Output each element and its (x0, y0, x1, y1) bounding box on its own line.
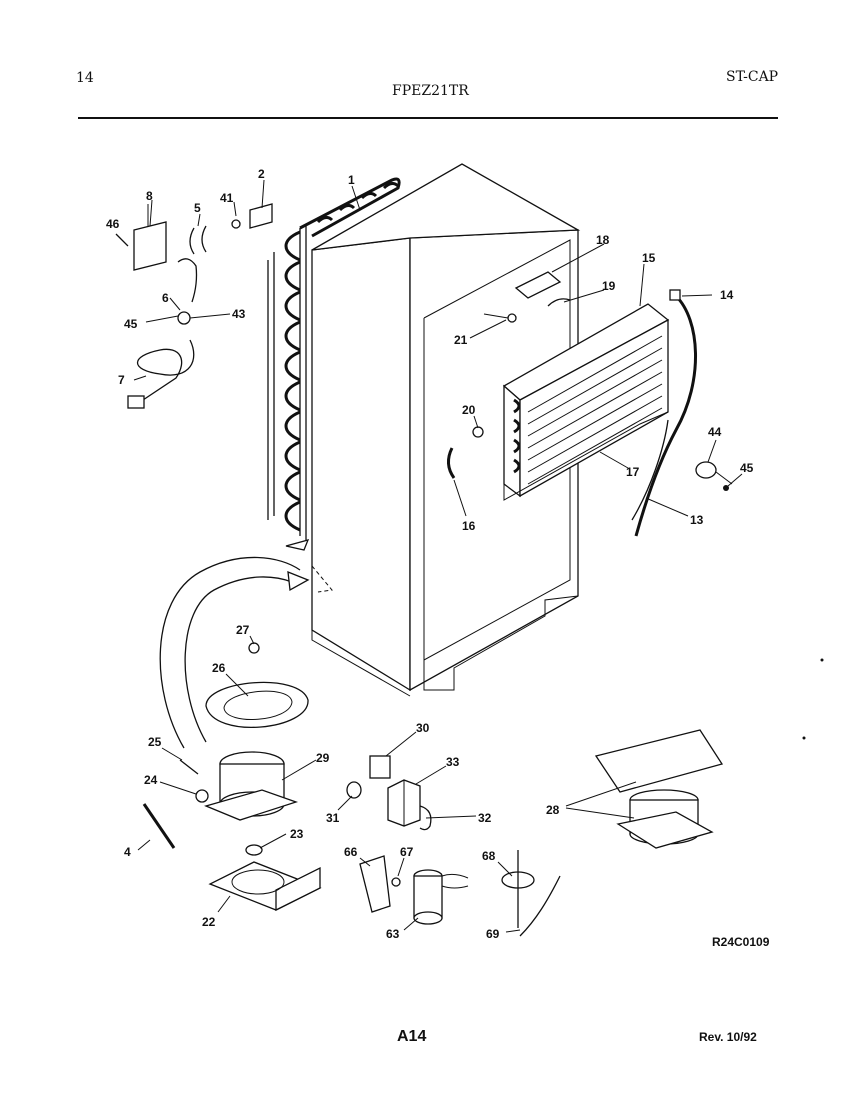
fitting-icon (669, 289, 681, 301)
callout-66: 66 (344, 845, 358, 859)
condenser-coil-icon (267, 177, 401, 540)
evaporator-icon (502, 303, 670, 501)
speck (820, 658, 824, 662)
clip-icon (547, 298, 571, 307)
callout-2: 2 (258, 167, 265, 181)
direction-arrow-icon (311, 565, 333, 593)
callout-30: 30 (416, 721, 430, 735)
callout-26: 26 (212, 661, 226, 675)
leader-lines (133, 179, 743, 933)
screw-icon (723, 485, 729, 491)
callout-69: 69 (486, 927, 500, 941)
tube-icon (179, 759, 199, 775)
callout-18: 18 (596, 233, 610, 247)
callout-5: 5 (194, 201, 201, 215)
callout-13: 13 (690, 513, 704, 527)
callout-27: 27 (236, 623, 250, 637)
bracket-icon (359, 855, 391, 913)
curved-arrow-head (287, 570, 310, 592)
screw-icon (507, 313, 517, 323)
callout-31: 31 (326, 811, 340, 825)
callout-14: 14 (720, 288, 734, 302)
callout-6: 6 (162, 291, 169, 305)
tube-icon (519, 875, 561, 937)
refrigerator-cabinet-icon (311, 163, 581, 697)
grommet-icon (472, 426, 484, 438)
curved-arrow-inner (184, 576, 293, 743)
callout-32: 32 (478, 811, 492, 825)
callout-28: 28 (546, 803, 560, 817)
bracket-icon (419, 805, 432, 831)
tube-icon (634, 294, 697, 537)
callout-22: 22 (202, 915, 216, 929)
callout-67: 67 (400, 845, 414, 859)
callout-43: 43 (232, 307, 246, 321)
page-code: A14 (397, 1028, 427, 1045)
connector-icon (177, 311, 191, 325)
callout-63: 63 (386, 927, 400, 941)
bracket-icon (514, 271, 562, 299)
callout-33: 33 (446, 755, 460, 769)
callout-16: 16 (462, 519, 476, 533)
callout-45-left: 45 (124, 317, 138, 331)
callout-19: 19 (602, 279, 616, 293)
overload-icon (346, 781, 362, 799)
direction-arrow-icon (285, 539, 310, 551)
callout-41: 41 (220, 191, 234, 205)
drain-pan-icon (205, 681, 309, 728)
callout-21: 21 (454, 333, 468, 347)
callout-23: 23 (290, 827, 304, 841)
callout-46: 46 (106, 217, 120, 231)
screw-icon (115, 233, 129, 247)
callout-4: 4 (124, 845, 131, 859)
callout-25: 25 (148, 735, 162, 749)
heater-clip-icon (447, 447, 456, 479)
page-number: 14 (76, 70, 94, 86)
section-code: ST-CAP (726, 69, 779, 85)
compressor-mount-icon (594, 729, 724, 849)
plug-icon (127, 395, 145, 409)
callout-68: 68 (482, 849, 496, 863)
compressor-base-icon (208, 861, 322, 912)
clip-icon (189, 225, 207, 255)
callout-45-right: 45 (740, 461, 754, 475)
relay-icon (369, 755, 391, 779)
callout-15: 15 (642, 251, 656, 265)
bracket-icon (249, 203, 273, 229)
revision-date: Rev. 10/92 (699, 1030, 757, 1044)
compressor-icon (204, 751, 299, 821)
capacitor-icon (387, 779, 421, 827)
callout-labels: 1 2 8 46 5 41 6 45 43 7 18 15 19 14 21 2… (106, 167, 754, 941)
callout-1: 1 (348, 173, 355, 187)
screw-icon (391, 877, 401, 887)
callout-8: 8 (146, 189, 153, 203)
callout-29: 29 (316, 751, 330, 765)
grommet-icon (195, 789, 209, 803)
curved-arrow-outer (159, 556, 301, 749)
mounting-bracket-icon (133, 221, 167, 271)
callout-17: 17 (626, 465, 640, 479)
wire-icon (177, 258, 198, 303)
callout-7: 7 (118, 373, 125, 387)
grommet-icon (248, 642, 260, 654)
grommet-icon (245, 844, 263, 856)
model-number: FPEZ21TR (392, 83, 469, 99)
callout-20: 20 (462, 403, 476, 417)
dryer-icon (142, 803, 176, 849)
run-capacitor-icon (413, 869, 443, 925)
callout-24: 24 (144, 773, 158, 787)
power-cord-icon (137, 339, 195, 403)
drawing-id: R24C0109 (712, 935, 770, 949)
tube-icon (631, 419, 669, 521)
thermostat-icon (695, 461, 717, 479)
screw-icon (231, 219, 241, 229)
callout-44: 44 (708, 425, 722, 439)
speck (802, 736, 806, 740)
